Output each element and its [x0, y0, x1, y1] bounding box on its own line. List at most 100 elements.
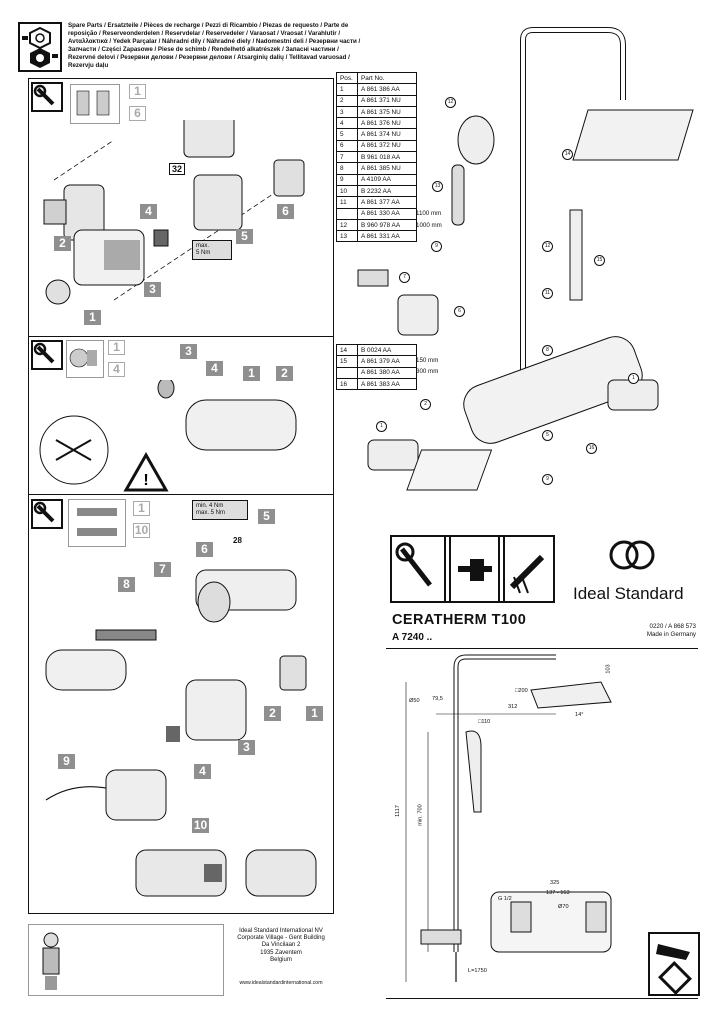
sequence-start: 1 [108, 340, 125, 355]
dim-g12: G 1/2 [498, 896, 512, 902]
dim-l1750: L=1750 [468, 968, 487, 974]
document-meta: 0220 / A 868 573 Made in Germany [600, 623, 696, 639]
dim-sq110: □110 [478, 719, 491, 725]
torque-note: max. 5 Nm [192, 240, 232, 260]
dim-103: 103 [605, 664, 612, 674]
address-line: Ideal Standard International NV [239, 928, 323, 934]
sequence-start: 1 [129, 84, 146, 99]
company-address: Ideal Standard International NV Corporat… [226, 928, 336, 964]
instructions-frame [28, 78, 334, 914]
step-7-label: 7 [154, 562, 171, 577]
step-6-label: 6 [277, 204, 294, 219]
sequence-start: 1 [133, 501, 150, 516]
part-cell: A 861 331 AA [357, 230, 417, 243]
callout-2: 2 [420, 399, 431, 410]
panel-divider [28, 336, 334, 338]
callout-11: 11 [542, 288, 553, 299]
callout-8: 8 [542, 345, 553, 356]
callout-6: 6 [454, 306, 465, 317]
wrench-icon [31, 340, 63, 370]
step-4-label: 4 [140, 204, 157, 219]
step-10-label: 10 [192, 818, 209, 833]
dimension-drawing [405, 654, 612, 982]
website-link[interactable]: www.idealstandardinternational.com [239, 980, 323, 986]
wrench-icon [31, 82, 63, 112]
product-title: CERATHERM T100 [392, 612, 527, 628]
address-line: Da Vincilaan 2 [261, 942, 301, 949]
panel3-exploded-view [45, 569, 317, 897]
step-2-label: 2 [276, 366, 293, 381]
panel1-exploded-view [43, 120, 305, 305]
torque-note: min. 4 Nm max. 5 Nm [192, 500, 248, 520]
step-5-label: 5 [236, 229, 253, 244]
spindle-thumbnail [68, 499, 126, 547]
step-3-label: 3 [238, 740, 255, 755]
step-1-label: 1 [84, 310, 101, 325]
address-line: Belgium [270, 956, 292, 963]
wrench-size-28: 28 [233, 536, 242, 545]
callout-14: 14 [562, 149, 573, 160]
sequence-end: 6 [129, 106, 146, 121]
panel-divider [28, 494, 334, 496]
installer-illustration [28, 924, 224, 996]
dim-min700: min. 700 [417, 804, 424, 826]
pos-cell: 16 [336, 377, 358, 391]
step-1-label: 1 [306, 706, 323, 721]
callout-16: 16 [586, 443, 597, 454]
callout-15: 15 [594, 255, 605, 266]
made-in: Made in Germany [646, 631, 696, 638]
step-5-label: 5 [258, 509, 275, 524]
callout-13: 13 [432, 181, 443, 192]
sequence-end: 4 [108, 362, 125, 377]
product-code: A 7240 .. [392, 632, 433, 643]
hand-cleaning-icon [648, 932, 700, 996]
address-line: Corporate Village - Gent Building [237, 935, 325, 942]
step-1-label: 1 [243, 366, 260, 381]
step-4-label: 4 [194, 764, 211, 779]
step-3-label: 3 [144, 282, 161, 297]
part-cell: A 861 383 AA [357, 377, 417, 391]
callout-7: 7 [399, 272, 410, 283]
dim-angle: 14° [575, 712, 584, 718]
document-number: 0220 / A 868 573 [649, 623, 696, 630]
callout-1: 1 [376, 421, 387, 432]
step-3-label: 3 [180, 344, 197, 359]
instruction-icons [390, 535, 555, 603]
dim-sq200: □200 [515, 688, 528, 694]
languages-title: Spare Parts / Ersatzteile / Pièces de re… [68, 22, 361, 70]
dim-79-5: 79,5 [432, 696, 443, 702]
title-rule [386, 648, 698, 650]
length-note: 300 mm [416, 368, 439, 375]
wrench-icon [31, 499, 63, 529]
address-line: 1935 Zaventem [260, 949, 302, 956]
step-2-label: 2 [54, 236, 71, 251]
filter-thumbnail [66, 340, 104, 378]
dim-137-163: 137 - 163 [546, 890, 570, 896]
ideal-standard-logo [608, 535, 656, 580]
svg-text:!: ! [143, 472, 148, 489]
torque-max: max. 5 Nm [196, 510, 226, 516]
dim-312: 312 [508, 704, 518, 710]
torque-min: min. 4 Nm [196, 503, 224, 509]
callout-12: 12 [445, 97, 456, 108]
brand-name: Ideal Standard [573, 584, 684, 603]
step-8-label: 8 [118, 577, 135, 592]
step-6-label: 6 [196, 542, 213, 557]
dim-d50: Ø50 [409, 698, 420, 704]
shower-system-exploded-view [357, 27, 694, 491]
callout-9: 9 [542, 474, 553, 485]
sequence-end: 10 [133, 523, 150, 538]
dim-d70: Ø70 [558, 904, 569, 910]
wrench-size-32: 32 [169, 163, 186, 175]
length-note: 1000 mm [416, 222, 442, 229]
pos-cell: 13 [336, 230, 358, 243]
